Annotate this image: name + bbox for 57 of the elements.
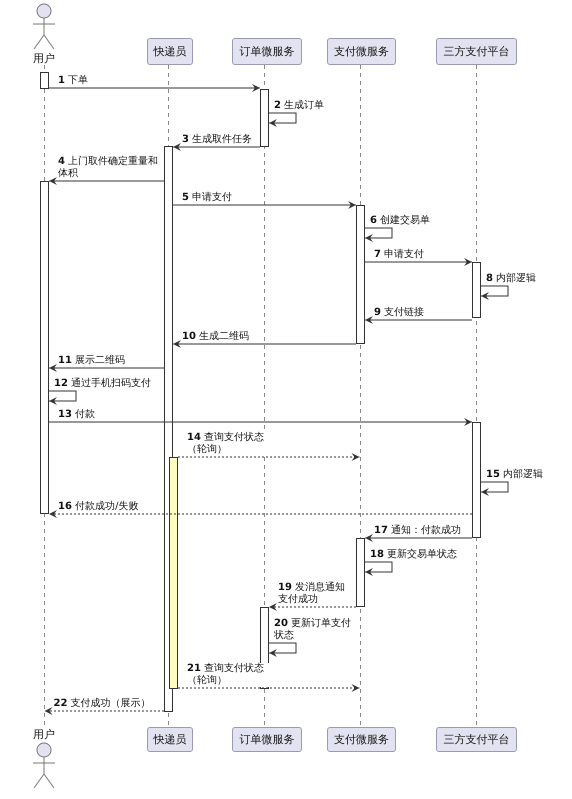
message-label: 8 内部逻辑 [485, 273, 538, 285]
activation-bar [169, 457, 178, 689]
message-label: 16 付款成功/失败 [57, 501, 140, 513]
self-message-arrow [480, 482, 508, 496]
message-label: 21 查询支付状态（轮询） [186, 663, 270, 687]
message-arrow [364, 258, 472, 266]
message-arrow [364, 316, 472, 324]
self-message-arrow [364, 562, 392, 576]
message-label: 15 内部逻辑 [485, 469, 544, 481]
message-label: 3 生成取件任务 [181, 134, 254, 146]
message-label: 6 创建交易单 [369, 215, 432, 227]
self-message-arrow [268, 112, 296, 127]
participant-box: 快递员 [147, 727, 193, 752]
message-label: 2 生成订单 [273, 100, 326, 112]
participant-box: 订单微服务 [232, 38, 302, 65]
activation-bar [472, 262, 481, 318]
message-arrow [178, 453, 360, 461]
message-label: 11 展示二维码 [57, 355, 126, 367]
activation-bar [472, 422, 481, 538]
activation-bar [260, 89, 269, 147]
activation-bar [356, 205, 365, 344]
message-arrow [44, 707, 164, 715]
message-arrow [172, 201, 356, 209]
message-label: 18 更新交易单状态 [369, 549, 458, 561]
participant-box: 三方支付平台 [436, 727, 517, 752]
message-label: 5 申请支付 [181, 192, 234, 204]
participant-box: 支付微服务 [327, 38, 396, 65]
message-arrow [268, 603, 356, 611]
activation-bar [40, 72, 49, 89]
message-label: 13 付款 [57, 409, 96, 421]
message-arrow [172, 340, 356, 348]
participant-box: 支付微服务 [327, 727, 396, 752]
message-arrow [48, 84, 260, 92]
participant-box: 快递员 [147, 38, 193, 65]
self-message-arrow [364, 228, 392, 242]
message-label: 17 通知：付款成功 [373, 525, 462, 537]
message-arrow [364, 534, 472, 542]
actor-label: 用户 [33, 52, 55, 65]
message-arrow [172, 143, 260, 151]
actor-label: 用户 [33, 728, 55, 741]
message-label: 1 下单 [57, 75, 90, 87]
activation-bar [356, 538, 365, 607]
message-label: 9 支付链接 [373, 307, 426, 319]
participant-box: 订单微服务 [232, 727, 302, 752]
message-arrow [48, 418, 472, 426]
message-arrow [48, 177, 164, 185]
self-message-arrow [480, 286, 508, 300]
participant-box: 三方支付平台 [436, 38, 517, 65]
message-arrow [48, 510, 472, 518]
message-arrow [178, 684, 360, 692]
message-arrow [48, 364, 164, 372]
activation-bar [40, 181, 49, 514]
self-message-arrow [48, 390, 76, 405]
message-label: 10 生成二维码 [181, 331, 250, 343]
message-label: 7 申请支付 [373, 249, 426, 261]
message-label: 12 通过手机扫码支付 [53, 378, 152, 390]
self-message-arrow [268, 642, 296, 657]
